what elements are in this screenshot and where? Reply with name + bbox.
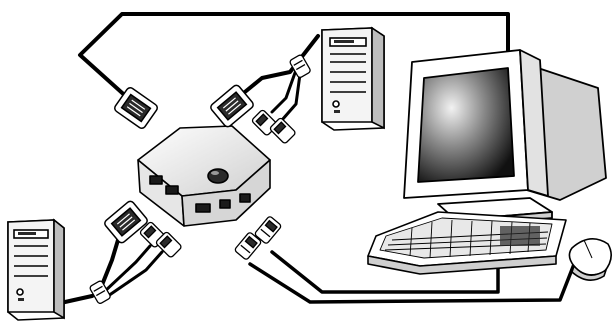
monitor-screen (418, 68, 514, 182)
mouse (569, 239, 611, 280)
cable-pc-bottom-ps2-b (108, 252, 162, 296)
kvm-switch (138, 126, 270, 226)
kvm-port-front-2 (220, 200, 230, 208)
monitor (404, 50, 606, 226)
ps2-plugs-pc-top (251, 54, 311, 144)
kvm-select-button (208, 169, 228, 183)
kvm-port-left-2 (166, 186, 178, 194)
kvm-select-button-highlight (211, 171, 219, 175)
pc-bottom (8, 220, 64, 320)
vga-connector-pc-bottom (103, 200, 149, 245)
kvm-port-front-3 (240, 194, 250, 202)
kvm-port-front-1 (196, 204, 210, 212)
pc-top (322, 28, 384, 130)
kvm-port-left-1 (150, 176, 162, 184)
keyboard (368, 212, 566, 274)
cable-pc-bottom-ps2 (104, 246, 150, 292)
